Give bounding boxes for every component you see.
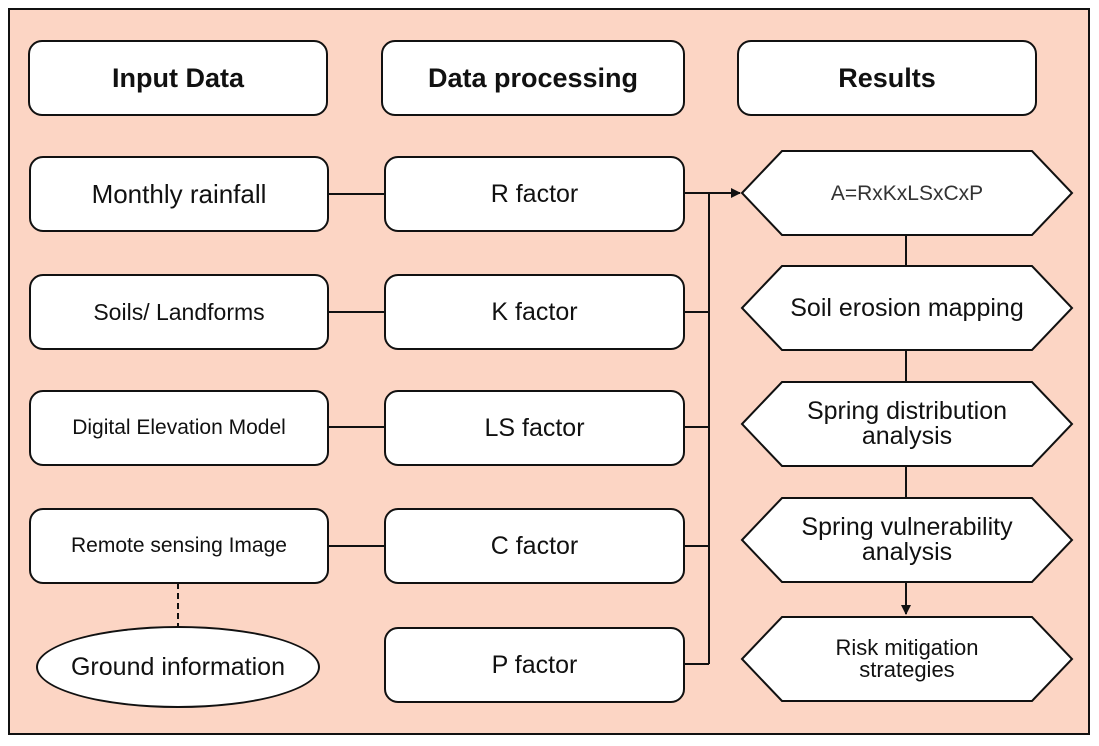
spring-vuln-hexagon (740, 497, 1074, 583)
input-remote-sensing-image: Remote sensing Image (29, 508, 329, 584)
spring-vulnerability-line-2: analysis (861, 538, 953, 566)
equation-label: A=RxKxLSxCxP (830, 181, 984, 205)
factor-p: P factor (384, 627, 685, 703)
factor-c: C factor (384, 508, 685, 584)
spring-vulnerability-label: Spring vulnerability analysis (764, 498, 1050, 582)
risk-hexagon (740, 616, 1074, 702)
factor-r: R factor (384, 156, 685, 232)
spring-vulnerability-line-1: Spring vulnerability (801, 513, 1013, 541)
factor-k: K factor (384, 274, 685, 350)
header-data-processing: Data processing (381, 40, 685, 116)
equation-hexagon (740, 150, 1074, 236)
spring-distribution-line-1: Spring distribution (806, 397, 1008, 425)
erosion-hexagon (740, 265, 1074, 351)
input-digital-elevation-model: Digital Elevation Model (29, 390, 329, 466)
factor-ls: LS factor (384, 390, 685, 466)
risk-mitigation-label: Risk mitigation strategies (764, 617, 1050, 701)
input-ground-information: Ground information (36, 626, 320, 708)
erosion-label: Soil erosion mapping (790, 293, 1024, 322)
risk-mitigation-line-2: strategies (859, 657, 955, 682)
spring-dist-hexagon (740, 381, 1074, 467)
header-input-data: Input Data (28, 40, 328, 116)
spring-distribution-line-2: analysis (861, 422, 953, 450)
input-soils-landforms: Soils/ Landforms (29, 274, 329, 350)
input-monthly-rainfall: Monthly rainfall (29, 156, 329, 232)
risk-mitigation-line-1: Risk mitigation (835, 635, 979, 660)
header-results: Results (737, 40, 1037, 116)
spring-distribution-label: Spring distribution analysis (764, 382, 1050, 466)
